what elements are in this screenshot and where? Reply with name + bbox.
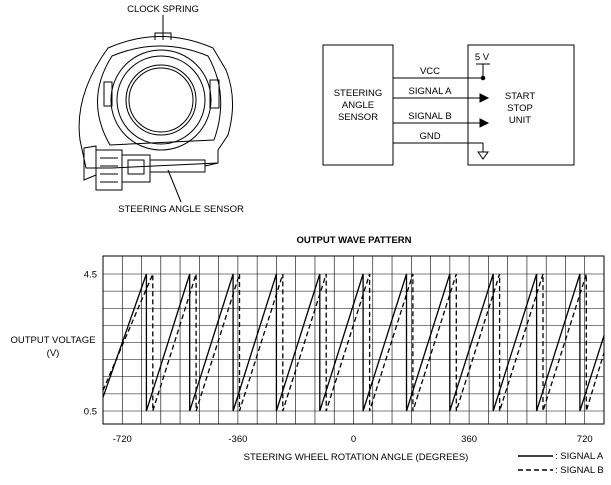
series-line-signal-b bbox=[102, 273, 605, 412]
supply-label: 5 V bbox=[475, 52, 490, 63]
signal-a-label: SIGNAL A bbox=[409, 86, 453, 97]
connector-body bbox=[95, 149, 123, 191]
y-tick-label: 0.5 bbox=[84, 407, 97, 418]
sensor-box bbox=[322, 44, 394, 166]
gnd-label: GND bbox=[419, 131, 440, 142]
component-illustration: CLOCK SPRING STEERING ANGLE SENSOR bbox=[78, 4, 244, 215]
y-tick-labels: 0.5 4.5 bbox=[84, 270, 97, 418]
signal-a-arrow bbox=[479, 93, 490, 103]
x-tick-label: -720 bbox=[113, 434, 132, 445]
connector-pins bbox=[100, 157, 118, 183]
y-axis-label-line-1: OUTPUT VOLTAGE bbox=[11, 335, 96, 346]
sensor-chip bbox=[127, 159, 145, 175]
unit-box-line-2: STOP bbox=[507, 103, 533, 114]
chart-title: OUTPUT WAVE PATTERN bbox=[296, 235, 411, 246]
unit-box-line-1: START bbox=[505, 91, 535, 102]
circuit-diagram: STEERING ANGLE SENSOR START STOP UNIT VC… bbox=[322, 44, 575, 166]
signal-b-arrow bbox=[479, 118, 490, 128]
legend-label-signal-b: : SIGNAL B bbox=[555, 465, 604, 476]
outer-ring bbox=[110, 49, 212, 151]
clock-spring-inner-rim bbox=[97, 45, 222, 146]
sensor-module bbox=[122, 154, 151, 183]
ground-icon bbox=[477, 151, 489, 160]
sensor-box-line-2: ANGLE bbox=[342, 100, 374, 111]
x-tick-labels: -720 -360 0 360 720 bbox=[113, 434, 593, 445]
legend-label-signal-a: : SIGNAL A bbox=[555, 451, 604, 462]
left-tab bbox=[103, 81, 113, 107]
plot-frame bbox=[102, 255, 605, 425]
chart-legend: : SIGNAL A : SIGNAL B bbox=[518, 451, 604, 476]
clock-spring-housing bbox=[78, 36, 234, 169]
x-tick-label: 360 bbox=[461, 434, 477, 445]
vcc-label: VCC bbox=[420, 66, 440, 77]
series-line-signal-a bbox=[102, 273, 605, 412]
clock-spring-label: CLOCK SPRING bbox=[127, 4, 199, 15]
unit-box bbox=[467, 44, 575, 166]
steering-angle-sensor-label: STEERING ANGLE SENSOR bbox=[118, 204, 244, 215]
left-connector bbox=[83, 145, 97, 181]
base-edge bbox=[204, 162, 219, 167]
y-tick-label: 4.5 bbox=[84, 270, 97, 281]
chart-grid bbox=[103, 256, 604, 424]
chart-series bbox=[102, 273, 605, 412]
x-tick-label: 720 bbox=[577, 434, 593, 445]
sensor-box-line-1: STEERING bbox=[334, 88, 383, 99]
x-tick-label: 0 bbox=[351, 434, 356, 445]
y-axis-label-line-2: (V) bbox=[47, 348, 60, 359]
wave-chart: OUTPUT WAVE PATTERN OUTPUT VOLTAGE (V) S… bbox=[11, 235, 605, 476]
inner-ring bbox=[125, 64, 197, 136]
center-bore bbox=[128, 67, 194, 133]
unit-box-line-3: UNIT bbox=[509, 115, 531, 126]
x-tick-label: -360 bbox=[228, 434, 247, 445]
sensor-leader bbox=[167, 169, 182, 203]
middle-ring bbox=[116, 55, 206, 145]
right-tab bbox=[209, 79, 220, 109]
sensor-box-line-3: SENSOR bbox=[338, 112, 378, 123]
signal-b-label: SIGNAL B bbox=[408, 111, 451, 122]
x-axis-label: STEERING WHEEL ROTATION ANGLE (DEGREES) bbox=[244, 452, 469, 463]
